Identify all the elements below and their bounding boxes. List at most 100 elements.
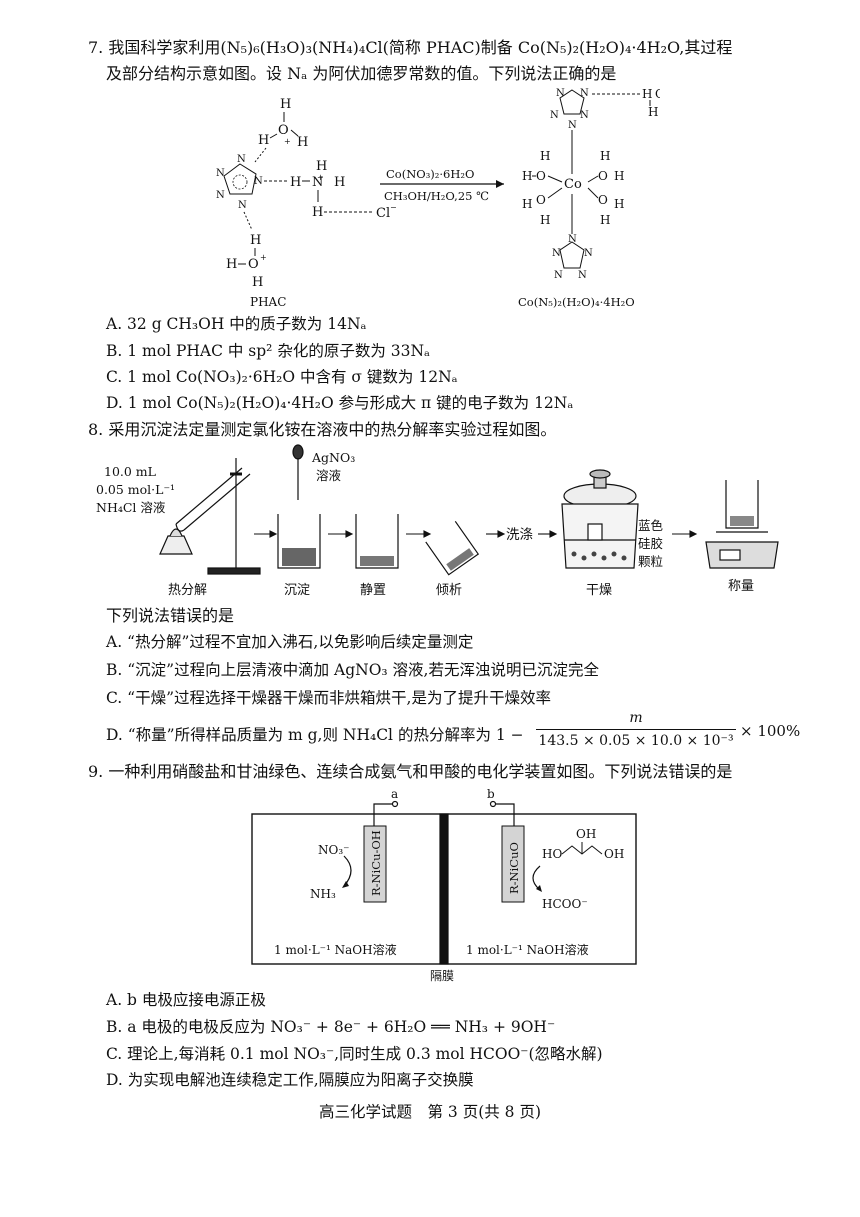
q9-option-c: C. 理论上,每消耗 0.1 mol NO₃⁻,同时生成 0.3 mol HCO… [106, 1045, 603, 1063]
svg-text:N: N [578, 270, 587, 281]
svg-text:H: H [642, 87, 652, 101]
reagent-bottom: CH₃OH/H₂O,25 ℃ [384, 189, 489, 203]
svg-text:H: H [280, 97, 291, 112]
q9-stem: 9. 一种利用硝酸盐和甘油绿色、连续合成氨气和甲酸的电化学装置如图。下列说法错误… [88, 762, 733, 781]
svg-text:Cl: Cl [376, 206, 390, 221]
q7-option-b: B. 1 mol PHAC 中 sp² 杂化的原子数为 33Nₐ [106, 342, 431, 360]
product-label: Co(N₅)₂(H₂O)₄·4H₂O [518, 295, 635, 309]
q7-stem-line1: 7. 我国科学家利用(N₅)₆(H₃O)₃(NH₄)₄Cl(简称 PHAC)制备… [88, 38, 733, 57]
svg-text:H: H [648, 105, 658, 119]
q8-stem: 8. 采用沉淀法定量测定氯化铵在溶液中的热分解率实验过程如图。 [88, 420, 557, 439]
svg-text:N: N [238, 200, 247, 211]
q7-option-c: C. 1 mol Co(NO₃)₂·6H₂O 中含有 σ 键数为 12Nₐ [106, 368, 458, 386]
svg-text:HO: HO [542, 847, 562, 861]
membrane-label: 隔膜 [430, 969, 454, 983]
q9-electrolysis-diagram: a b R-NiCu-OH R-NiCuO NO₃⁻ NH₃ HO OH O [251, 787, 637, 983]
q7-stem-line2: 及部分结构示意如图。设 Nₐ 为阿伏加德罗常数的值。下列说法正确的是 [106, 64, 617, 83]
left-electrode-label: R-NiCu-OH [369, 830, 383, 896]
svg-text:O: O [536, 169, 546, 183]
solution-concentration: 0.05 mol·L⁻¹ [96, 482, 175, 497]
svg-text:H: H [316, 159, 327, 174]
glycerol-structure: HO OH OH [542, 827, 624, 861]
wash-label: 洗涤 [506, 527, 533, 543]
fraction-denominator: 143.5 × 0.05 × 10.0 × 10⁻³ [538, 733, 734, 749]
right-solution: 1 mol·L⁻¹ NaOH溶液 [466, 942, 589, 957]
phac-label: PHAC [250, 295, 286, 309]
svg-text:N: N [237, 154, 246, 165]
svg-text:Co: Co [564, 177, 582, 192]
q8-procedure-diagram: 10.0 mL 0.05 mol·L⁻¹ NH₄Cl 溶液 热分解 A [96, 444, 779, 598]
svg-text:H: H [258, 133, 269, 148]
svg-text:N: N [312, 175, 323, 190]
silica-line3: 颗粒 [638, 554, 663, 569]
left-solution: 1 mol·L⁻¹ NaOH溶液 [274, 942, 397, 957]
silica-line2: 硅胶 [638, 536, 663, 551]
q7-option-a: A. 32 g CH₃OH 中的质子数为 14Nₐ [106, 315, 367, 333]
svg-text:O: O [598, 193, 608, 207]
fraction-tail: × 100% [740, 722, 801, 740]
step-weigh: 称量 [728, 579, 754, 594]
solution-name: NH₄Cl 溶液 [96, 500, 166, 515]
svg-text:H: H [600, 213, 610, 227]
step-settle: 静置 [360, 583, 386, 598]
svg-text:H: H [614, 197, 624, 211]
svg-text:H: H [297, 135, 308, 150]
svg-text:H: H [600, 149, 610, 163]
settling-beaker [355, 514, 399, 569]
svg-text:H: H [252, 275, 263, 290]
svg-text:+: + [317, 173, 324, 182]
agno3-solution: 溶液 [316, 468, 342, 483]
svg-text:O: O [248, 257, 259, 272]
q8-question: 下列说法错误的是 [106, 606, 235, 625]
svg-text:H: H [250, 233, 261, 248]
svg-text:O: O [278, 123, 289, 138]
phac-structure: H H O + H N N N N N H N H H + H [216, 97, 397, 309]
right-electrode-label: R-NiCuO [507, 842, 521, 894]
svg-text:N: N [216, 190, 225, 201]
desiccator [561, 469, 639, 569]
electrode-b-label: b [487, 787, 495, 801]
page-footer: 高三化学试题 第 3 页(共 8 页) [318, 1103, 542, 1121]
silica-line1: 蓝色 [638, 518, 664, 533]
svg-text:N: N [568, 234, 577, 245]
step-decant: 倾析 [436, 583, 462, 598]
svg-text:N: N [568, 120, 577, 131]
svg-text:N: N [580, 88, 589, 99]
svg-text:H: H [226, 257, 237, 272]
q9-option-a: A. b 电极应接电源正极 [106, 991, 266, 1009]
ammonia-label: NH₃ [310, 887, 336, 901]
svg-text:H: H [522, 197, 532, 211]
q7-option-d: D. 1 mol Co(N₅)₂(H₂O)₄·4H₂O 参与形成大 π 键的电子… [106, 394, 574, 412]
svg-text:N: N [254, 176, 263, 187]
step-dry: 干燥 [586, 583, 612, 598]
svg-text:H: H [614, 169, 624, 183]
svg-text:H: H [334, 175, 345, 190]
svg-text:N: N [552, 248, 561, 259]
svg-text:H: H [522, 169, 532, 183]
step-heat: 热分解 [168, 583, 207, 598]
svg-text:N: N [554, 270, 563, 281]
svg-text:+: + [284, 137, 291, 146]
right-electrode: R-NiCuO [501, 825, 525, 903]
svg-text:O: O [598, 169, 608, 183]
reagent-top: Co(NO₃)₂·6H₂O [386, 167, 474, 181]
svg-text:N: N [216, 168, 225, 179]
formate-label: HCOO⁻ [542, 897, 588, 911]
q8-option-d: D. “称量”所得样品质量为 m g,则 NH₄Cl 的热分解率为 1 − [106, 726, 524, 744]
svg-text:H: H [540, 213, 550, 227]
svg-text:H: H [312, 205, 323, 220]
svg-text:OH: OH [576, 827, 596, 841]
balance [705, 480, 779, 569]
svg-text:O: O [536, 193, 546, 207]
svg-text:O: O [655, 87, 660, 101]
svg-text:N: N [550, 110, 559, 121]
svg-text:N: N [556, 88, 565, 99]
nitrate-label: NO₃⁻ [318, 843, 349, 857]
svg-text:−: − [390, 203, 397, 212]
fraction-bar [536, 729, 736, 730]
svg-text:H: H [290, 175, 301, 190]
svg-text:H: H [540, 149, 550, 163]
q8-option-a: A. “热分解”过程不宜加入沸石,以免影响后续定量测定 [106, 633, 474, 651]
svg-text:+: + [260, 253, 267, 262]
